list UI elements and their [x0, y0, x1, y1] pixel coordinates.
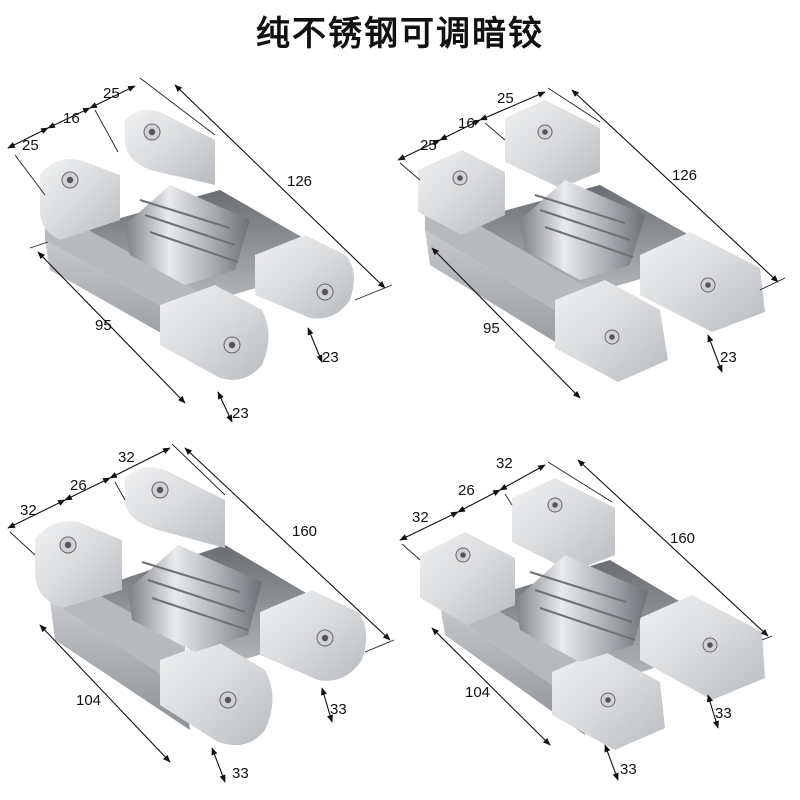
hinge-1: 25 16 25 126 95 23 23	[7, 77, 393, 423]
screw-icon	[537, 124, 553, 140]
dim-gap: 16	[458, 115, 475, 132]
dimension-lines	[7, 77, 393, 423]
screw-icon	[59, 536, 77, 554]
dim-length: 160	[670, 530, 695, 547]
dim-body: 95	[483, 320, 500, 337]
dimension-lines	[397, 87, 786, 399]
dim-depth-b: 23	[232, 405, 249, 422]
screw-icon	[600, 692, 616, 708]
dim-body: 104	[465, 684, 490, 701]
dim-outer-left: 25	[420, 137, 437, 154]
page-title: 纯不锈钢可调暗铰	[256, 14, 544, 54]
screw-icon	[151, 481, 169, 499]
dim-outer-right: 32	[118, 449, 135, 466]
screw-icon	[316, 283, 334, 301]
hinge-plate	[160, 640, 273, 746]
hinge-3: 32 26 32 160 104 33 33	[7, 443, 395, 783]
dim-outer-right: 25	[103, 85, 120, 102]
dim-depth-a: 23	[720, 349, 737, 366]
dim-body: 95	[95, 317, 112, 334]
screw-icon	[547, 497, 563, 513]
dim-body: 104	[76, 692, 101, 709]
dim-outer-right: 32	[496, 455, 513, 472]
dim-gap: 16	[63, 110, 80, 127]
screw-icon	[702, 637, 718, 653]
dim-length: 126	[287, 173, 312, 190]
dimension-lines	[399, 459, 773, 781]
screw-icon	[604, 329, 620, 345]
dim-outer-left: 32	[20, 502, 37, 519]
screw-icon	[452, 170, 468, 186]
dim-depth-a: 23	[322, 349, 339, 366]
hinge-plate	[39, 159, 121, 240]
hinge-plate	[418, 150, 505, 235]
hinge-2: 25 16 25 126 95 23	[397, 87, 786, 399]
hinge-plate	[125, 467, 225, 548]
dim-depth-b: 33	[232, 765, 249, 782]
dim-outer-left: 25	[22, 137, 39, 154]
dim-gap: 26	[70, 477, 87, 494]
hinge-plate	[160, 285, 269, 380]
screw-icon	[455, 547, 471, 563]
screw-icon	[700, 277, 716, 293]
hinge-plate	[420, 532, 515, 625]
screw-icon	[61, 171, 79, 189]
hinge-4: 32 26 32 160 104 33 33	[399, 455, 773, 781]
screw-icon	[219, 691, 237, 709]
dimension-lines	[7, 443, 395, 783]
screw-icon	[223, 336, 241, 354]
dim-depth-b: 33	[620, 761, 637, 778]
dim-depth-a: 33	[330, 701, 347, 718]
dim-outer-right: 25	[497, 90, 514, 107]
screw-icon	[316, 629, 334, 647]
dim-depth-a: 33	[715, 705, 732, 722]
dim-length: 160	[292, 523, 317, 540]
dim-outer-left: 32	[412, 509, 429, 526]
dim-length: 126	[672, 167, 697, 184]
dim-gap: 26	[458, 482, 475, 499]
hinge-plate	[125, 109, 215, 185]
hinge-plate	[34, 521, 122, 608]
screw-icon	[143, 123, 161, 141]
